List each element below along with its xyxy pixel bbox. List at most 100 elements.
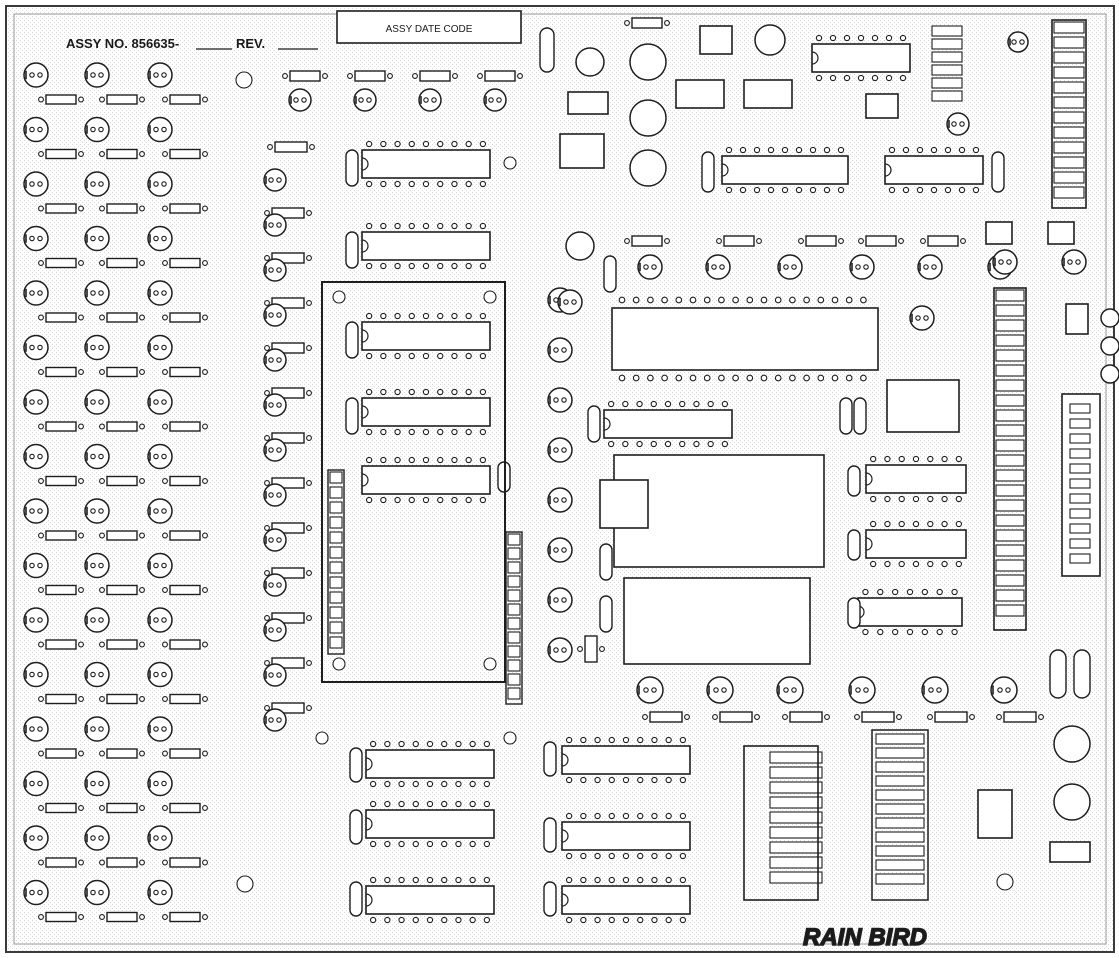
transistor-outline bbox=[353, 88, 377, 112]
transistor-outline bbox=[557, 289, 583, 315]
ic-pin bbox=[912, 560, 920, 568]
resistor bbox=[106, 148, 138, 160]
pad bbox=[98, 726, 104, 732]
transistor-outline bbox=[263, 618, 287, 642]
pad bbox=[37, 889, 43, 896]
capacitor bbox=[1049, 649, 1067, 699]
transistor-outline bbox=[84, 116, 110, 143]
ic-pin bbox=[951, 628, 958, 636]
electrolytic-capacitor bbox=[754, 24, 786, 56]
pad bbox=[153, 671, 159, 678]
ic-pin bbox=[408, 388, 415, 396]
resistor bbox=[106, 421, 138, 432]
connector-pin bbox=[507, 617, 521, 630]
connector-pin bbox=[995, 469, 1025, 482]
ic-pin bbox=[365, 312, 373, 320]
ic-pin bbox=[823, 146, 831, 154]
ic-pin bbox=[408, 180, 415, 188]
resistor bbox=[45, 421, 77, 432]
connector-pin bbox=[1053, 186, 1085, 199]
ic-pin bbox=[437, 428, 444, 436]
pad bbox=[268, 492, 274, 498]
ic-pin bbox=[718, 374, 725, 382]
dip-ic bbox=[811, 43, 911, 73]
ic-pin bbox=[369, 740, 377, 748]
resistor bbox=[45, 693, 77, 705]
pad bbox=[161, 835, 167, 841]
dip-ic bbox=[561, 885, 691, 915]
connector-pin bbox=[1053, 81, 1085, 94]
pad bbox=[161, 181, 167, 187]
connector-pin bbox=[769, 871, 823, 884]
pad bbox=[29, 671, 35, 678]
resistor bbox=[169, 857, 201, 868]
mounting-hole bbox=[503, 731, 517, 745]
ic-pin bbox=[455, 740, 462, 748]
capacitor bbox=[701, 151, 715, 193]
ic-pin bbox=[760, 296, 768, 304]
resistor bbox=[106, 366, 138, 378]
pad bbox=[78, 696, 84, 702]
ic-pin bbox=[661, 374, 668, 382]
dip-ic bbox=[884, 155, 984, 185]
connector-pin bbox=[931, 38, 963, 50]
regulator bbox=[699, 25, 733, 55]
connector-pin bbox=[875, 817, 925, 829]
transistor-outline bbox=[547, 537, 573, 563]
pad bbox=[99, 641, 105, 648]
pad bbox=[264, 435, 270, 441]
ic-pin bbox=[607, 400, 615, 408]
ic-pin bbox=[483, 840, 491, 848]
transistor-outline bbox=[263, 393, 287, 417]
ic-pin bbox=[877, 588, 884, 596]
pad bbox=[99, 369, 105, 375]
pad bbox=[99, 859, 105, 866]
pad bbox=[561, 447, 567, 453]
ic-pin bbox=[394, 180, 401, 188]
pad bbox=[78, 369, 84, 375]
ic-pin bbox=[426, 876, 434, 884]
ic-pin bbox=[837, 146, 845, 154]
pad bbox=[153, 181, 159, 187]
connector-pin bbox=[507, 659, 521, 672]
pad bbox=[90, 344, 96, 351]
ic-pin bbox=[622, 852, 630, 860]
transistor-outline bbox=[263, 213, 287, 237]
resistor bbox=[45, 203, 77, 214]
transistor-outline bbox=[23, 389, 49, 415]
pad bbox=[98, 780, 104, 787]
connector-pin bbox=[769, 811, 823, 824]
transistor-outline bbox=[84, 879, 110, 906]
pad bbox=[496, 97, 502, 103]
pad bbox=[561, 547, 567, 553]
ic-pin bbox=[972, 186, 980, 194]
pad bbox=[139, 696, 145, 702]
ic-notch bbox=[561, 893, 569, 907]
pad bbox=[38, 478, 44, 484]
pad bbox=[161, 562, 167, 569]
transistor-outline bbox=[147, 716, 173, 742]
transistor-outline bbox=[483, 88, 507, 112]
resistor bbox=[45, 94, 77, 105]
ic-pin bbox=[955, 520, 963, 528]
connector-pin bbox=[995, 304, 1025, 317]
ic-notch bbox=[361, 157, 369, 171]
ic-pin bbox=[885, 74, 893, 82]
pad bbox=[561, 347, 567, 353]
pad bbox=[90, 508, 96, 514]
pad bbox=[29, 181, 35, 187]
pad bbox=[98, 290, 104, 296]
pad bbox=[78, 587, 84, 593]
pad bbox=[664, 20, 670, 26]
pad bbox=[98, 126, 104, 133]
pad bbox=[29, 399, 35, 405]
dip-ic bbox=[365, 749, 495, 779]
ic-lower-center bbox=[623, 577, 811, 665]
ic-pin bbox=[483, 800, 491, 808]
resistor bbox=[271, 297, 305, 309]
resistor bbox=[719, 711, 753, 723]
mounting-hole bbox=[503, 156, 517, 170]
pad bbox=[139, 260, 145, 266]
pad bbox=[153, 726, 159, 732]
capacitor bbox=[847, 597, 861, 629]
